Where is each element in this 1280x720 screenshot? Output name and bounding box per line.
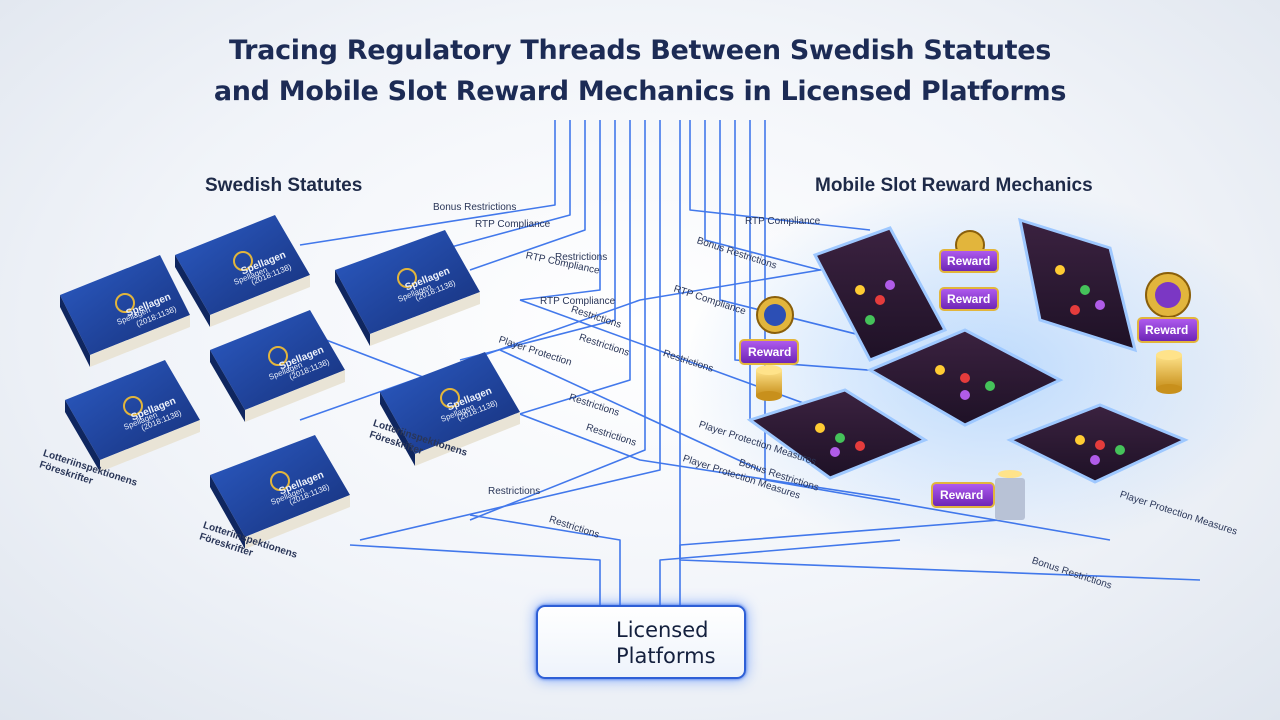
left-section-title: Swedish Statutes <box>205 175 363 196</box>
reward-badge <box>739 296 799 365</box>
thread-line <box>349 544 601 605</box>
reward-badges <box>739 230 1199 508</box>
statute-book: Spellagen <box>210 435 350 549</box>
slot-screen <box>746 388 929 480</box>
coin-stack-icon <box>756 365 782 401</box>
reward-badge <box>939 230 999 273</box>
reward-badge-label: Reward <box>1145 323 1189 337</box>
thread-label: Restrictions <box>555 252 608 263</box>
slot-screen <box>1018 217 1138 353</box>
thread-line <box>719 120 901 346</box>
thread-line <box>469 120 586 271</box>
thread-line <box>469 120 646 521</box>
thread-label: Bonus Restrictions <box>433 202 517 213</box>
reward-badge <box>939 287 999 311</box>
thread-line <box>499 349 761 471</box>
thread-line <box>519 299 851 421</box>
slot-screen <box>812 226 948 362</box>
statute-book: Spellagen <box>65 360 200 472</box>
statute-books: Spellagen Spellagen Spellagen Spellagen <box>60 215 520 549</box>
thread-line <box>469 514 621 605</box>
reward-badge <box>1137 272 1199 343</box>
slot-screens <box>746 217 1189 484</box>
thread-line <box>689 120 871 231</box>
slot-screen <box>1006 403 1189 484</box>
right-section-title: Mobile Slot Reward Mechanics <box>815 175 1093 196</box>
reward-badge <box>931 482 995 508</box>
statute-book: Spellagen <box>60 255 190 367</box>
thread-line <box>519 120 601 301</box>
thread-line <box>299 329 901 501</box>
reward-badge-label: Reward <box>947 292 991 306</box>
reward-badge-label: Reward <box>748 345 792 359</box>
reward-badge-label: Reward <box>940 488 984 502</box>
coin-stacks <box>756 350 1182 520</box>
thread-label: RTP Compliance <box>540 296 616 307</box>
statute-book: Spellagen <box>175 215 310 327</box>
thread-line <box>459 120 616 361</box>
thread-line <box>499 120 631 421</box>
page-title: Tracing Regulatory Threads Between Swedi… <box>213 35 1067 107</box>
thread-line <box>299 120 556 246</box>
coin-stack-icon <box>1156 350 1182 394</box>
reward-badge-label: Reward <box>947 254 991 268</box>
thread-line <box>679 519 1001 605</box>
thread-line <box>704 120 821 271</box>
slot-screen <box>866 328 1064 427</box>
thread-line <box>359 120 661 541</box>
thread-line <box>439 120 571 251</box>
statute-book: Spellagen <box>380 352 520 466</box>
statute-book: Spellagen <box>210 310 345 422</box>
licensed-platforms-node: Licensed Platforms <box>536 605 746 679</box>
thread-label: Restrictions <box>488 486 541 497</box>
thread-line <box>659 539 901 605</box>
thread-label: RTP Compliance <box>745 216 821 227</box>
statute-book: Spellagen <box>335 230 480 346</box>
thread-label: RTP Compliance <box>475 219 551 230</box>
coin-stack-icon <box>995 470 1025 520</box>
licensed-platforms-label: Licensed Platforms <box>616 618 716 668</box>
